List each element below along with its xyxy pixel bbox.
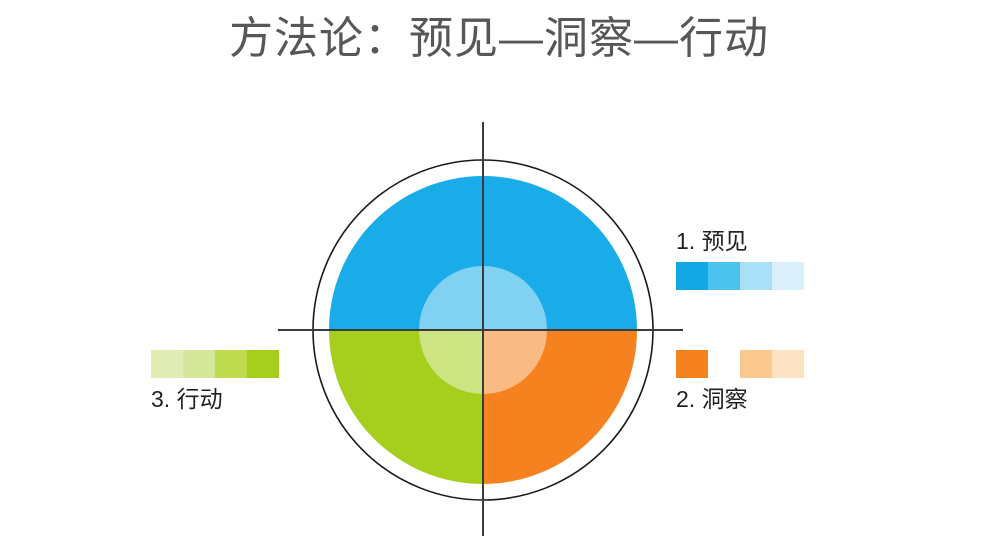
legend-swatch: [676, 350, 708, 378]
legend-swatch: [676, 262, 708, 290]
legend-swatch: [247, 350, 279, 378]
legend-swatch: [740, 262, 772, 290]
legend-label-foresee: 1. 预见: [676, 228, 748, 254]
legend-swatch-bar-action: [151, 350, 279, 378]
legend-item-action[interactable]: 3. 行动: [151, 344, 279, 414]
legend-swatch-bar-insight: [676, 350, 804, 378]
legend-label-insight: 2. 洞察: [676, 386, 748, 412]
legend-item-foresee[interactable]: 1. 预见: [676, 226, 804, 296]
legend-swatch: [740, 350, 772, 378]
page-title: 方法论：预见—洞察—行动: [229, 14, 769, 63]
legend-swatch: [772, 262, 804, 290]
legend-swatch: [151, 350, 183, 378]
legend-swatch: [708, 262, 740, 290]
legend-item-insight[interactable]: 2. 洞察: [676, 344, 804, 414]
legend-swatch: [183, 350, 215, 378]
legend-swatch: [772, 350, 804, 378]
legend-swatch: [708, 350, 740, 378]
legend-swatch-bar-foresee: [676, 262, 804, 290]
legend-swatch: [215, 350, 247, 378]
legend-label-action: 3. 行动: [151, 386, 223, 412]
segment-action-green: [329, 330, 483, 484]
segment-insight-orange: [483, 330, 637, 484]
